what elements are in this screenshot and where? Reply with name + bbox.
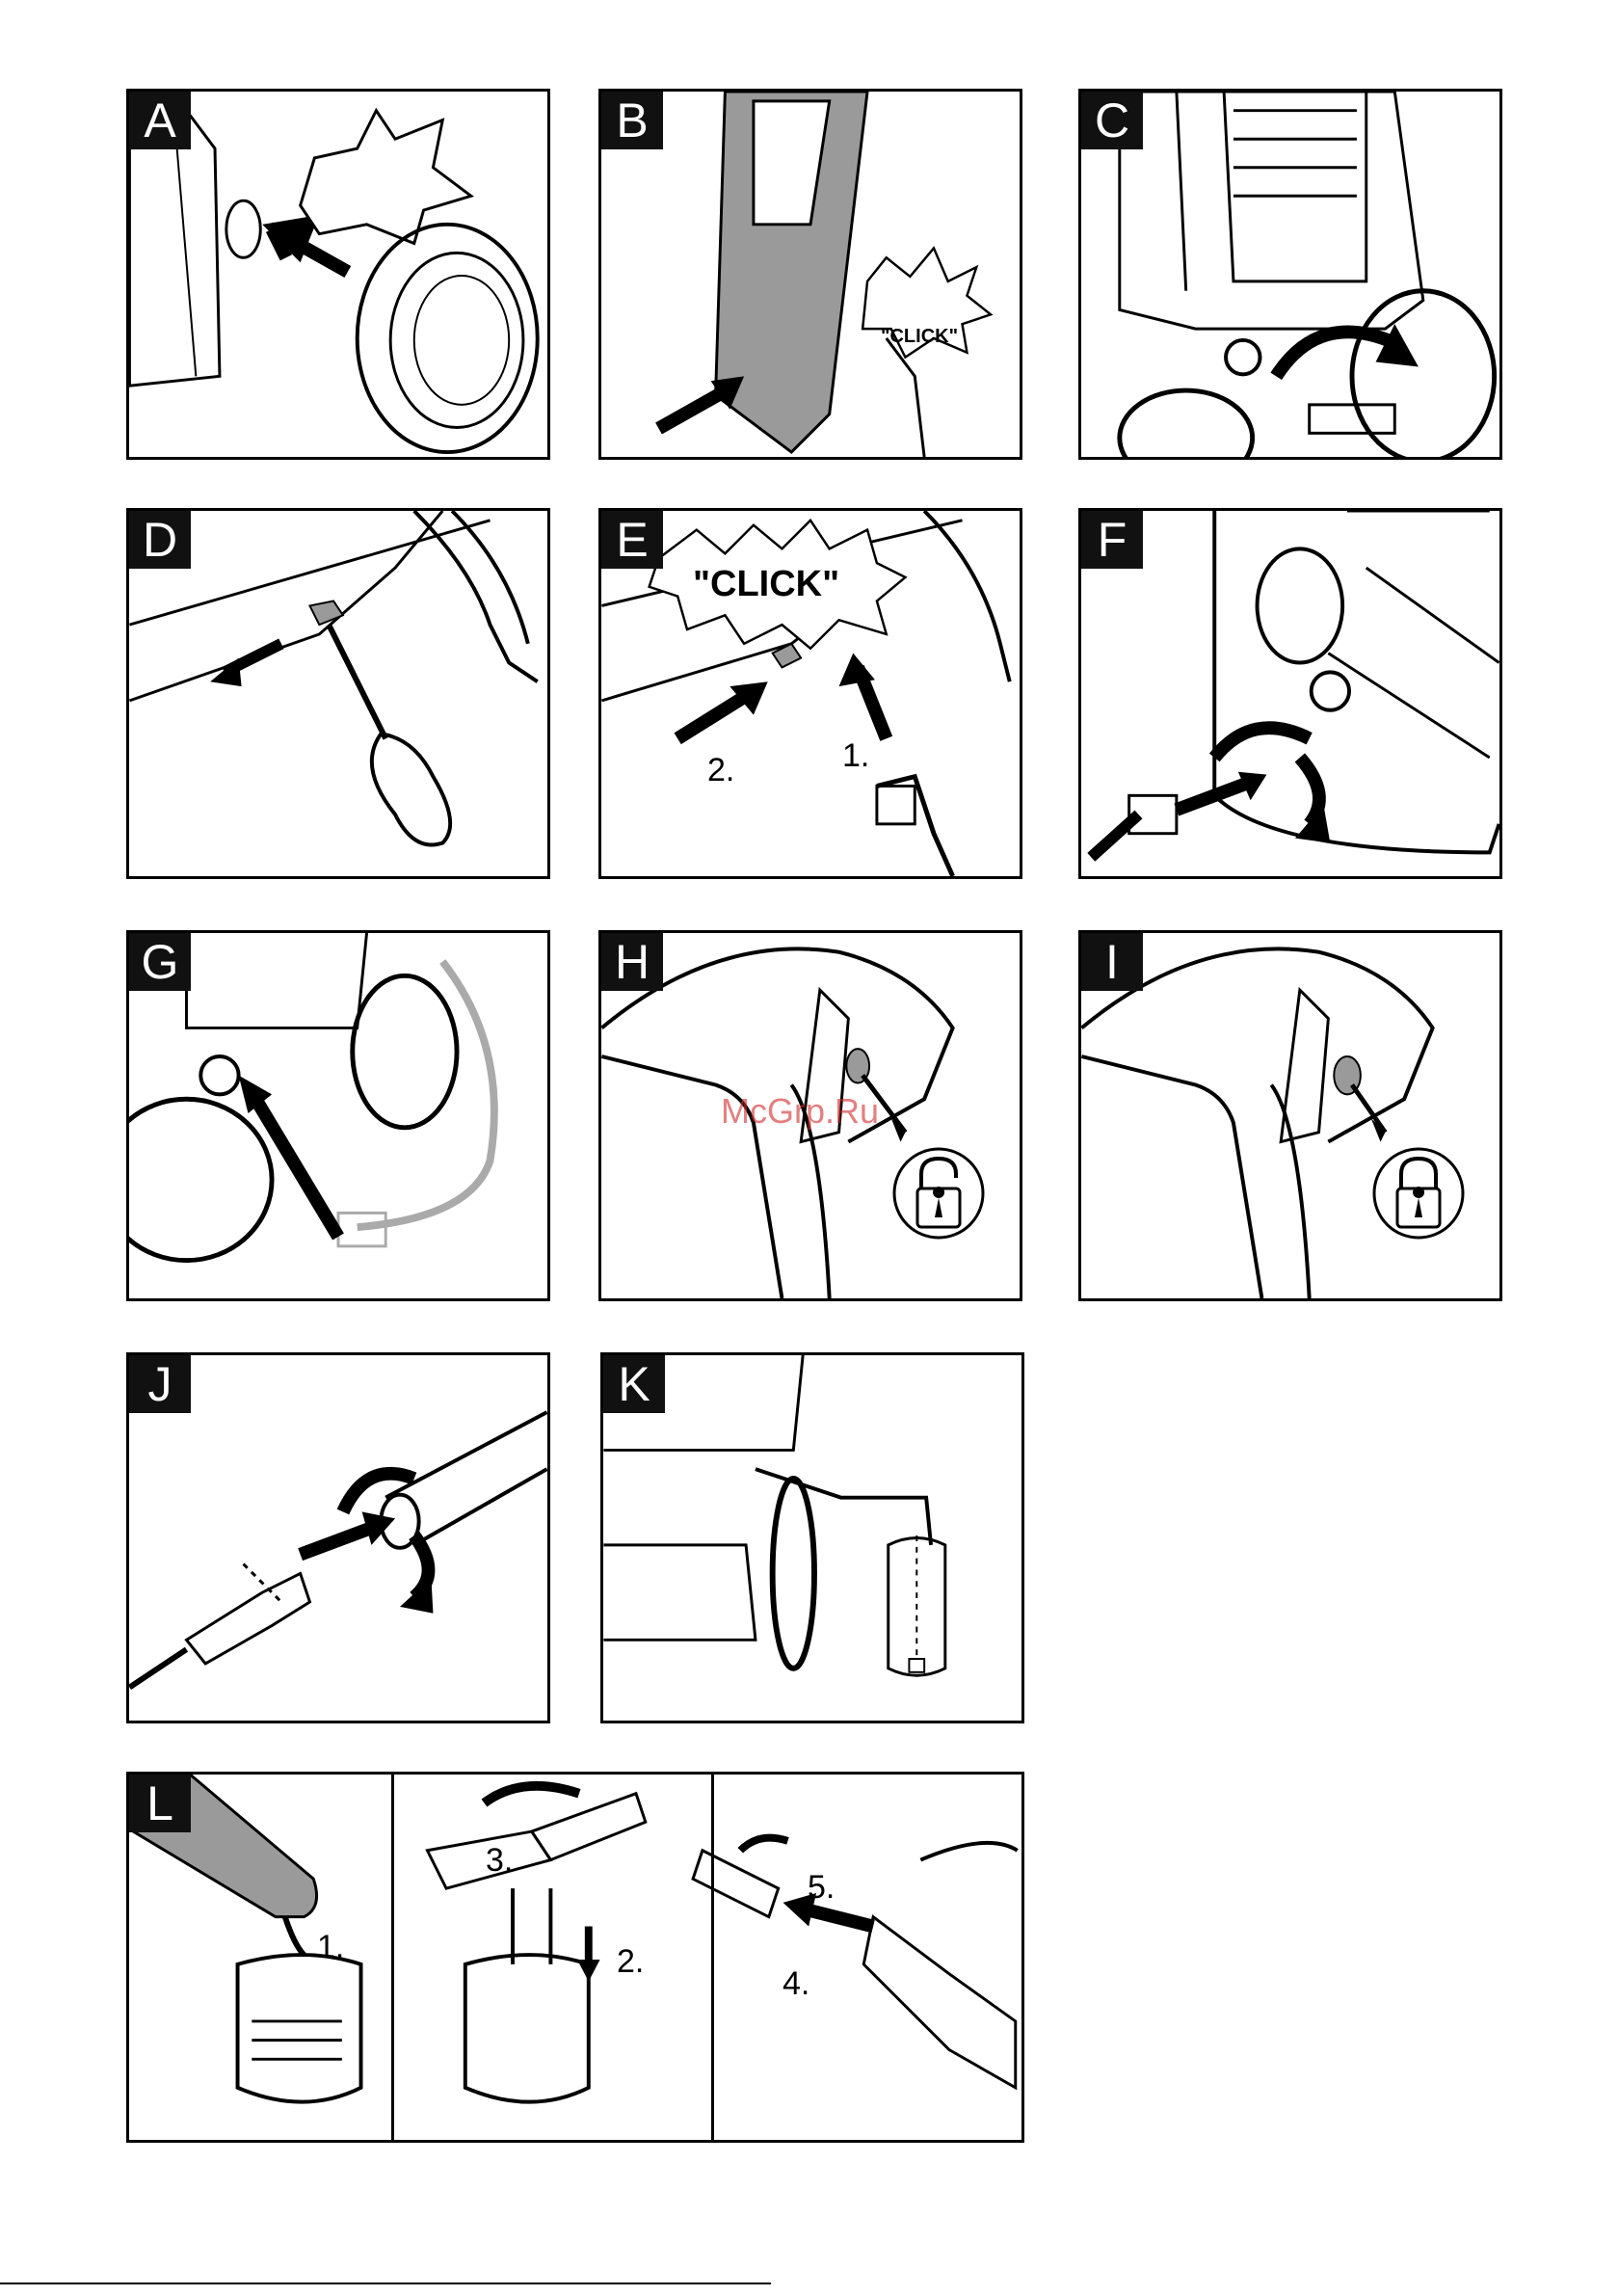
illustration-b xyxy=(601,92,1020,457)
panel-b: B "CLICK" xyxy=(598,89,1022,460)
panel-g: G xyxy=(126,930,550,1301)
panel-f: F xyxy=(1078,508,1502,879)
panel-l-divider-2 xyxy=(711,1775,714,2140)
panel-letter-j: J xyxy=(129,1355,191,1413)
illustration-d xyxy=(129,511,547,876)
panel-letter-b: B xyxy=(601,92,663,149)
illustration-g xyxy=(129,933,547,1298)
panel-i: I xyxy=(1078,930,1502,1301)
illustration-j xyxy=(129,1355,547,1721)
watermark: McGrp.Ru xyxy=(721,1091,879,1132)
click-label: "CLICK" xyxy=(881,326,958,348)
panel-letter-a: A xyxy=(129,92,191,149)
panel-letter-c: C xyxy=(1081,92,1143,149)
panel-letter-g: G xyxy=(129,933,191,991)
illustration-k xyxy=(603,1355,1021,1721)
panel-l: L 1. 3. 2. 5. 4. xyxy=(126,1772,1024,2143)
panel-a: A xyxy=(126,89,550,460)
illustration-l xyxy=(129,1775,1021,2140)
step-label-5: 5. xyxy=(808,1869,835,1907)
step-label-1: 1. xyxy=(842,737,869,775)
panel-d: D xyxy=(126,508,550,879)
illustration-f xyxy=(1081,511,1499,876)
step-label-3: 3. xyxy=(486,1842,513,1880)
panel-c: C xyxy=(1078,89,1502,460)
illustration-a xyxy=(129,92,547,457)
unlock-icon xyxy=(890,1145,987,1241)
panel-letter-f: F xyxy=(1081,511,1143,569)
panel-letter-l: L xyxy=(129,1775,191,1832)
lock-icon xyxy=(1370,1145,1467,1241)
illustration-i xyxy=(1081,933,1499,1298)
step-label-2: 2. xyxy=(707,752,734,789)
panel-k: K xyxy=(600,1352,1024,1723)
panel-e: E "CLICK" 2. 1. xyxy=(598,508,1022,879)
panel-letter-k: K xyxy=(603,1355,665,1413)
step-label-1: 1. xyxy=(317,1929,344,1966)
panel-j: J xyxy=(126,1352,550,1723)
panel-letter-i: I xyxy=(1081,933,1143,991)
panel-letter-h: H xyxy=(601,933,663,991)
step-label-2: 2. xyxy=(617,1943,644,1981)
step-label-4: 4. xyxy=(782,1965,809,2003)
panel-letter-e: E xyxy=(601,511,663,569)
bottom-rule xyxy=(0,2283,771,2284)
panel-letter-d: D xyxy=(129,511,191,569)
click-label: "CLICK" xyxy=(693,564,839,605)
illustration-c xyxy=(1081,92,1499,457)
panel-l-divider-1 xyxy=(391,1775,394,2140)
